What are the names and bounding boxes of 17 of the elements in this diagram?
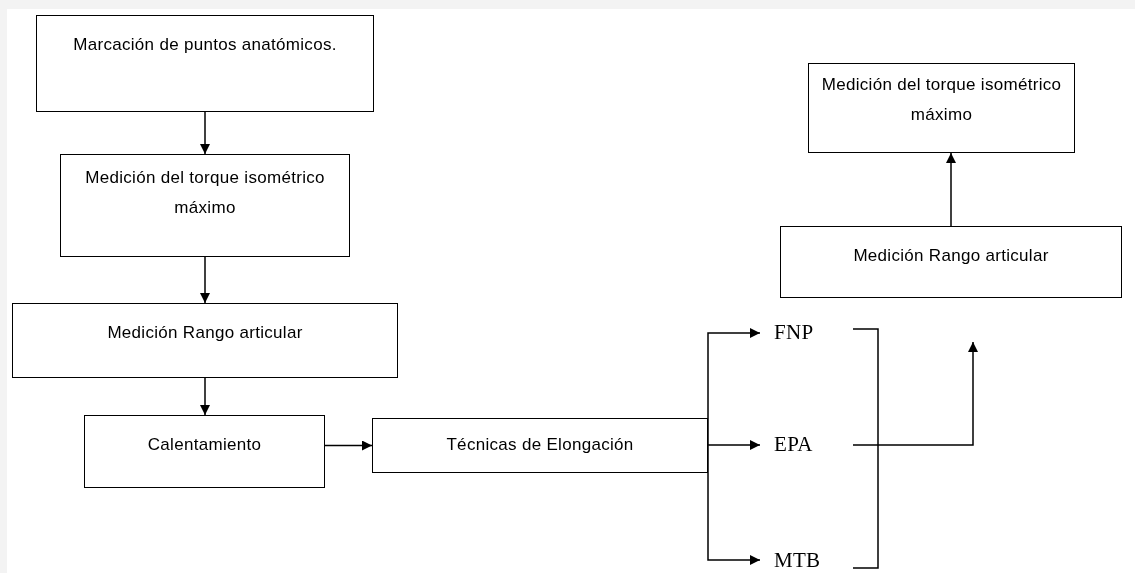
process-box: Medición Rango articular <box>780 226 1122 298</box>
arrow <box>324 440 373 451</box>
process-box: Marcación de puntos anatómicos. <box>36 15 374 112</box>
technique-label: EPA <box>760 431 853 459</box>
arrow <box>200 256 210 304</box>
process-box: Medición del torque isométrico máximo <box>60 154 350 257</box>
arrow <box>200 377 210 416</box>
technique-label: MTB <box>760 547 853 573</box>
technique-label: FNP <box>760 319 853 347</box>
process-box: Medición del torque isométrico máximo <box>808 63 1075 153</box>
arrow <box>707 440 761 450</box>
arrow <box>852 341 978 446</box>
arrow <box>200 111 210 155</box>
process-box: Medición Rango articular <box>12 303 398 378</box>
arrow <box>946 152 956 227</box>
process-box: Calentamiento <box>84 415 325 488</box>
process-box: Técnicas de Elongación <box>372 418 708 473</box>
